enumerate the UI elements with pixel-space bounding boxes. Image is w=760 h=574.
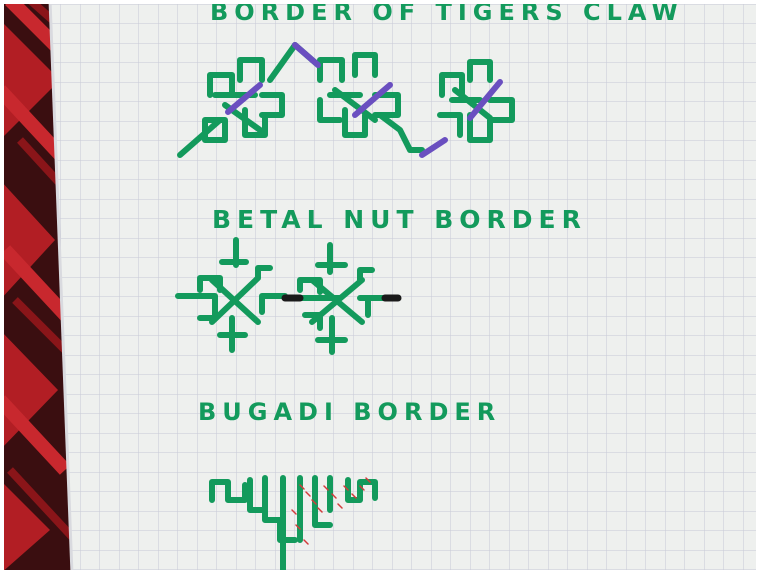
betal-nut-label: BETAL NUT BORDER bbox=[212, 205, 587, 234]
graph-paper-sheet bbox=[50, 0, 760, 574]
bugadi-label: BUGADI BORDER bbox=[198, 398, 501, 426]
